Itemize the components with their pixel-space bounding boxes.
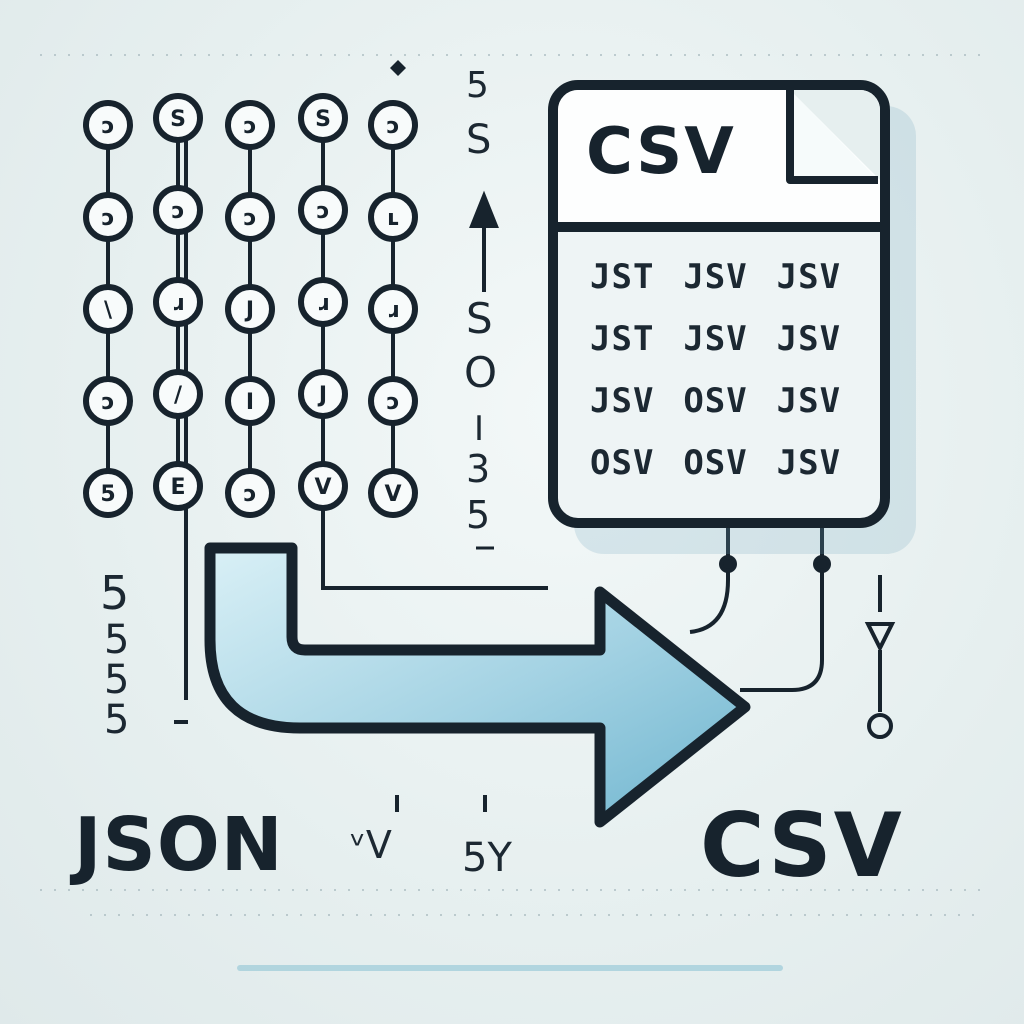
csv-cell: JSV (776, 319, 842, 359)
json-node-glyph: 5 (100, 482, 115, 507)
margin-glyph: 5 (100, 566, 130, 620)
csv-file-title: CSV (586, 115, 736, 189)
csv-cell: OSV (683, 443, 748, 483)
json-label: JSON (74, 802, 284, 888)
csv-connectors (689, 528, 896, 739)
json-node-glyph: S (315, 107, 331, 132)
csv-cell: JSV (776, 381, 842, 421)
json-node (83, 468, 133, 518)
middle-glyph: 5 (466, 493, 491, 537)
csv-data-grid: JST JSV JSV JST JSV JSV JSV OSV JSV OSV … (590, 258, 870, 482)
conversion-arrow (204, 542, 751, 828)
json-node-glyph: J (317, 383, 327, 408)
label-ticks (395, 795, 487, 812)
json-node (298, 93, 348, 143)
csv-cell: JST (590, 257, 655, 297)
json-node (368, 376, 418, 426)
json-node-glyph: I (246, 390, 254, 415)
json-node-glyph: E (170, 475, 185, 500)
json-node-glyph: / (174, 383, 183, 408)
json-node (83, 100, 133, 150)
middle-glyph: O (464, 348, 498, 397)
csv-cell: JSV (776, 443, 842, 483)
middle-glyph: 3 (466, 447, 491, 491)
middle-glyph: S (466, 117, 492, 163)
csv-file-icon: CSV JST JSV JSV JST JSV JSV JSV OSV JSV … (548, 80, 890, 528)
csv-file-header: CSV (558, 90, 880, 232)
json-node (83, 192, 133, 242)
json-node (225, 100, 275, 150)
json-node (225, 376, 275, 426)
tiny-glyph-b: 5Y (462, 835, 512, 881)
json-node-glyph: ɔ (243, 114, 256, 139)
json-node (153, 185, 203, 235)
json-node (83, 284, 133, 334)
json-node-glyph: ɔ (101, 206, 114, 231)
middle-glyph: S (466, 294, 493, 343)
csv-cell: OSV (683, 381, 748, 421)
json-node-glyph: ɔ (316, 199, 329, 224)
json-node-glyph: \ (104, 298, 113, 323)
json-node-glyph: ɔ (101, 114, 114, 139)
up-arrow (469, 190, 499, 550)
json-node (225, 468, 275, 518)
json-node (368, 100, 418, 150)
margin-glyph: 5 (104, 657, 130, 703)
json-node (298, 277, 348, 327)
json-node-glyph: J (244, 298, 254, 323)
json-node (298, 461, 348, 511)
csv-cell: JST (590, 319, 655, 359)
top-diamond (390, 60, 406, 76)
json-node (368, 468, 418, 518)
json-node (83, 376, 133, 426)
csv-cell: JSV (590, 381, 655, 421)
json-node-glyph: ɔ (243, 482, 256, 507)
json-node (225, 284, 275, 334)
json-node (153, 93, 203, 143)
csv-cell: OSV (590, 443, 655, 483)
json-node-glyph: ɔ (243, 206, 256, 231)
json-node-glyph: ɔ (386, 390, 399, 415)
csv-label: CSV (700, 794, 904, 897)
csv-cell: JSV (776, 257, 842, 297)
middle-glyph: 5 (466, 65, 489, 106)
json-node-glyph: ɹ (172, 291, 184, 316)
folded-corner-icon (786, 90, 880, 184)
margin-glyph: 5 (104, 617, 130, 663)
json-node-glyph: ɹ (317, 291, 329, 316)
json-node (153, 277, 203, 327)
json-node (368, 284, 418, 334)
json-node (298, 185, 348, 235)
json-node-glyph: ʟ (387, 206, 399, 231)
json-node (153, 369, 203, 419)
json-node (153, 461, 203, 511)
json-node-glyph: ɔ (386, 114, 399, 139)
json-node-glyph: ɔ (101, 390, 114, 415)
json-node (368, 192, 418, 242)
json-node-glyph: V (314, 475, 331, 500)
middle-glyph: I (474, 409, 485, 449)
csv-cell: JSV (683, 319, 748, 359)
json-node-glyph: S (170, 107, 186, 132)
margin-glyph: 5 (104, 697, 130, 743)
json-node-glyph: ɔ (171, 199, 184, 224)
tiny-glyph-a: ᵛV (350, 823, 392, 867)
json-node-glyph: V (384, 482, 401, 507)
json-node-glyph: ɹ (387, 298, 399, 323)
csv-cell: JSV (683, 257, 748, 297)
json-node (298, 369, 348, 419)
json-node (225, 192, 275, 242)
